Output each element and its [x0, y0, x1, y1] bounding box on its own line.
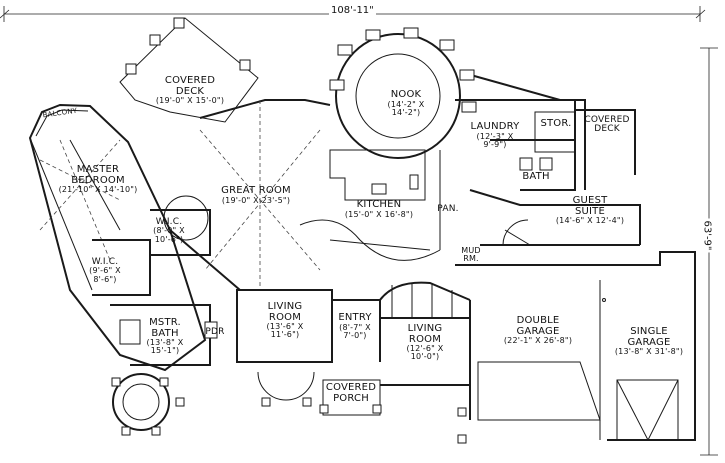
room-size: (19'-0" X 23'-5") [221, 195, 291, 205]
room-size-line1: (13'-6" X [266, 322, 304, 331]
room-name-line2: PORCH [333, 392, 369, 404]
room-label-stor: STOR. [540, 118, 572, 130]
room-name-line1: LIVING [267, 301, 303, 312]
room-size-line2: 14'-2") [391, 107, 421, 117]
room-size-line1: (8'-0" X [153, 226, 185, 236]
room-name-line2: RM. [463, 254, 479, 264]
room-label-covered-deck-rear: COVERED DECK (19'-0" X 15'-0") [155, 75, 225, 105]
room-name-line1: SINGLE [630, 326, 668, 337]
room-size-line2: 10'-6") [154, 234, 184, 244]
room-name: NOOK [390, 89, 422, 100]
room-label-laundry: LAUNDRY (12'-3" X 9'-9") [470, 121, 520, 149]
room-name: ENTRY [338, 312, 372, 323]
room-size-line2: 8'-6") [93, 274, 117, 284]
room-name-line2: ROOM [268, 311, 302, 323]
room-name-line2: SUITE [574, 205, 606, 217]
room-label-master-bedroom: MASTER BEDROOM (21'-10" X 14'-10") [58, 164, 138, 194]
room-name: W.I.C. [91, 257, 119, 267]
room-name-line1: MASTER [76, 164, 120, 175]
room-name-line2: ROOM [408, 333, 442, 345]
room-size: (22'-1" X 26'-8") [503, 336, 573, 345]
room-size: (19'-0" X 15'-0") [155, 96, 225, 105]
room-name-line2: BATH [151, 327, 179, 339]
room-name-line2: GARAGE [516, 325, 560, 337]
room-name: LAUNDRY [470, 121, 520, 132]
room-name-line2: DECK [175, 85, 205, 97]
room-label-entry: ENTRY (8'-7" X 7'-0") [338, 312, 372, 340]
room-size-line1: (8'-7" X [339, 322, 371, 332]
room-label-kitchen: KITCHEN (15'-0" X 16'-8") [344, 199, 414, 219]
room-label-covered-porch: COVERED PORCH [325, 382, 377, 404]
room-size-line1: (13'-8" X [146, 338, 184, 347]
overall-depth-label: 63'-9" [701, 218, 713, 253]
room-label-nook: NOOK (14'-2" X 14'-2") [387, 89, 425, 117]
room-label-single-garage: SINGLE GARAGE (13'-8" X 31'-8") [614, 326, 684, 356]
room-size: (15'-0" X 16'-8") [344, 209, 414, 219]
room-name-line1: COVERED [164, 75, 216, 86]
room-name: STOR. [540, 118, 572, 129]
room-name: BATH [522, 171, 550, 182]
room-name: GREAT ROOM [221, 185, 291, 196]
room-label-double-garage: DOUBLE GARAGE (22'-1" X 26'-8") [503, 315, 573, 345]
room-name-line2: DECK [594, 124, 620, 135]
room-size-line2: 9'-9") [483, 139, 507, 149]
room-name: PDR [205, 327, 225, 337]
room-label-living-room-left: LIVING ROOM (13'-6" X 11'-6") [266, 301, 304, 340]
room-size-line1: (9'-6" X [89, 266, 121, 276]
room-size: (21'-10" X 14'-10") [58, 185, 138, 194]
room-name: PAN. [437, 204, 459, 214]
room-size-line2: 11'-6") [270, 330, 300, 340]
room-label-bath: BATH [522, 171, 550, 183]
room-name-line1: LIVING [407, 323, 443, 334]
room-size-line1: (12'-3" X [476, 131, 514, 141]
room-name-line1: MSTR. [149, 317, 181, 328]
room-label-pan: PAN. [437, 204, 459, 214]
front-rooms-walls [236, 281, 471, 444]
room-size-line1: (14'-2" X [387, 99, 425, 109]
room-label-living-room-right: LIVING ROOM (12'-6" X 10'-0") [406, 323, 444, 362]
room-size-line2: 7'-0") [343, 330, 367, 340]
room-label-covered-deck-side: COVERED DECK [584, 115, 630, 135]
room-label-mud-rm: MUD RM. [461, 246, 481, 264]
overall-width-label: 108'-11" [329, 5, 376, 16]
room-size-line2: 10'-0") [410, 352, 440, 362]
room-name-line1: COVERED [325, 382, 377, 393]
room-size-line2: 15'-1") [150, 346, 180, 356]
room-label-wic-upper: W.I.C. (8'-0" X 10'-6") [153, 217, 185, 244]
room-name: W.I.C. [155, 217, 183, 227]
room-name: KITCHEN [356, 199, 402, 210]
room-label-mstr-bath: MSTR. BATH (13'-8" X 15'-1") [146, 317, 184, 356]
master-bath-walls [92, 195, 218, 436]
room-name-line2: GARAGE [627, 336, 671, 348]
room-name-line1: GUEST [572, 195, 608, 206]
rear-covered-deck-outline [119, 17, 259, 123]
nook-outline [329, 27, 477, 159]
room-size: (13'-8" X 31'-8") [614, 347, 684, 356]
room-label-guest-suite: GUEST SUITE (14'-6" X 12'-4") [555, 195, 625, 225]
room-label-wic-lower: W.I.C. (9'-6" X 8'-6") [89, 257, 121, 284]
room-name-line1: DOUBLE [516, 315, 560, 326]
room-label-great-room: GREAT ROOM (19'-0" X 23'-5") [221, 185, 291, 205]
room-name-line1: COVERED [584, 115, 630, 125]
room-label-pdr: PDR [205, 327, 225, 337]
room-size: (14'-6" X 12'-4") [555, 216, 625, 225]
room-size-line1: (12'-6" X [406, 344, 444, 353]
right-service-walls [455, 99, 641, 246]
room-name-line2: BEDROOM [71, 174, 125, 186]
room-name-line1: MUD [461, 246, 481, 255]
